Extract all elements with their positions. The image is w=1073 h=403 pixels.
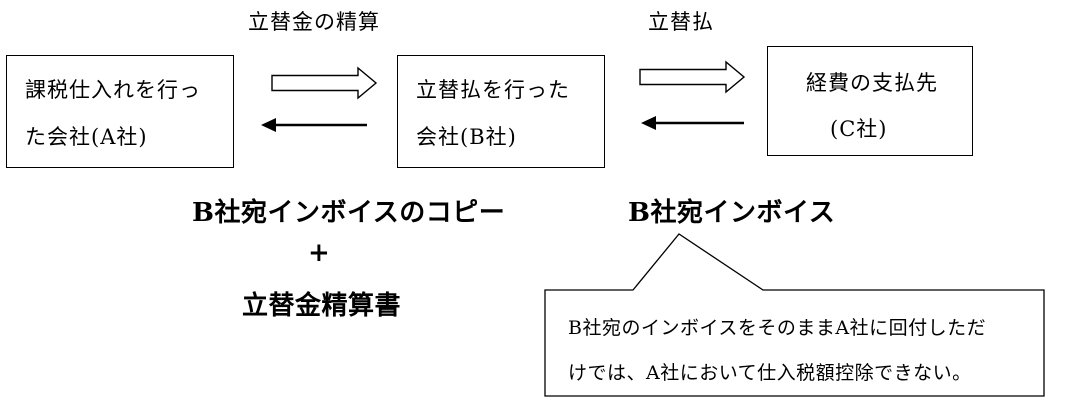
company-b-line1: 立替払を行った [416, 78, 570, 102]
company-c-box: 経費の支払先 (C社) [767, 46, 973, 156]
callout-line1: B社宛のインボイスをそのままA社に回付しただ [568, 317, 987, 339]
solid-arrow-b-to-a-head [261, 118, 276, 132]
hollow-arrow-a-to-b [271, 66, 378, 100]
plus-sign: + [308, 238, 331, 268]
company-b-line2: 会社(B社) [416, 125, 517, 149]
company-c-line1: 経費の支払先 [806, 71, 938, 95]
company-b-box: 立替払を行った 会社(B社) [397, 55, 605, 168]
company-a-box: 課税仕入れを行っ た会社(A社) [6, 55, 234, 168]
callout-line2: けでは、A社において仕入税額控除できない。 [568, 362, 972, 384]
callout-shape [544, 233, 1045, 397]
advance-payment-label: 立替払 [648, 10, 714, 34]
company-a-line1: 課税仕入れを行っ [25, 78, 201, 102]
hollow-arrow-b-to-c [639, 60, 746, 94]
company-c-line2: (C社) [830, 117, 888, 141]
solid-arrow-c-to-b-head [641, 116, 656, 130]
invoice-copy-label: B社宛インボイスのコピー [192, 198, 506, 228]
settlement-statement-label: 立替金精算書 [242, 291, 402, 321]
b-invoice-label: B社宛インボイス [628, 198, 836, 228]
company-a-line2: た会社(A社) [25, 125, 148, 149]
settlement-label: 立替金の精算 [248, 10, 380, 34]
